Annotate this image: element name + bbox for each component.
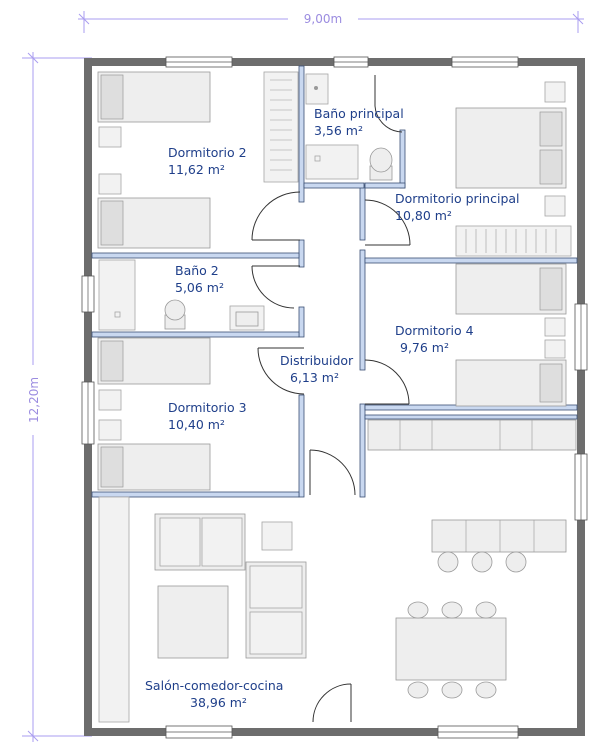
height-label: 12,20m — [27, 377, 41, 423]
dimension-height: 12,20m — [22, 52, 92, 742]
room-area: 9,76 m² — [400, 340, 449, 355]
room-bano-2: Baño 2 5,06 m² — [175, 263, 224, 295]
dormitorio-principal-furniture — [455, 81, 572, 257]
width-label: 9,00m — [304, 12, 342, 26]
bano-principal-furniture — [305, 73, 393, 181]
room-area: 10,80 m² — [395, 208, 452, 223]
room-name: Dormitorio 2 — [168, 145, 247, 160]
room-area: 10,40 m² — [168, 417, 225, 432]
room-area: 5,06 m² — [175, 280, 224, 295]
room-name: Salón-comedor-cocina — [145, 678, 283, 693]
room-name: Baño 2 — [175, 263, 219, 278]
room-dormitorio-3: Dormitorio 3 10,40 m² — [168, 400, 247, 432]
dormitorio-2-furniture — [97, 71, 299, 249]
room-name: Dormitorio principal — [395, 191, 520, 206]
room-bano-principal: Baño principal 3,56 m² — [314, 106, 404, 138]
room-dormitorio-4: Dormitorio 4 9,76 m² — [395, 323, 474, 355]
windows — [81, 56, 588, 739]
room-name: Distribuidor — [280, 353, 354, 368]
bano-2-furniture — [98, 259, 265, 331]
room-name: Dormitorio 3 — [168, 400, 247, 415]
room-area: 11,62 m² — [168, 162, 225, 177]
dormitorio-4-furniture — [455, 263, 567, 407]
room-area: 6,13 m² — [290, 370, 339, 385]
room-name: Dormitorio 4 — [395, 323, 474, 338]
room-area: 38,96 m² — [190, 695, 247, 710]
room-name: Baño principal — [314, 106, 404, 121]
dormitorio-3-furniture — [97, 337, 211, 491]
salon-furniture — [98, 419, 577, 723]
interior-walls — [91, 65, 578, 498]
room-salon: Salón-comedor-cocina 38,96 m² — [145, 678, 283, 710]
room-dormitorio-2: Dormitorio 2 11,62 m² — [168, 145, 247, 177]
dimension-width: 9,00m — [78, 11, 584, 33]
room-area: 3,56 m² — [314, 123, 363, 138]
room-dormitorio-principal: Dormitorio principal 10,80 m² — [395, 191, 520, 223]
doors — [251, 75, 411, 723]
room-distribuidor: Distribuidor 6,13 m² — [280, 353, 354, 385]
